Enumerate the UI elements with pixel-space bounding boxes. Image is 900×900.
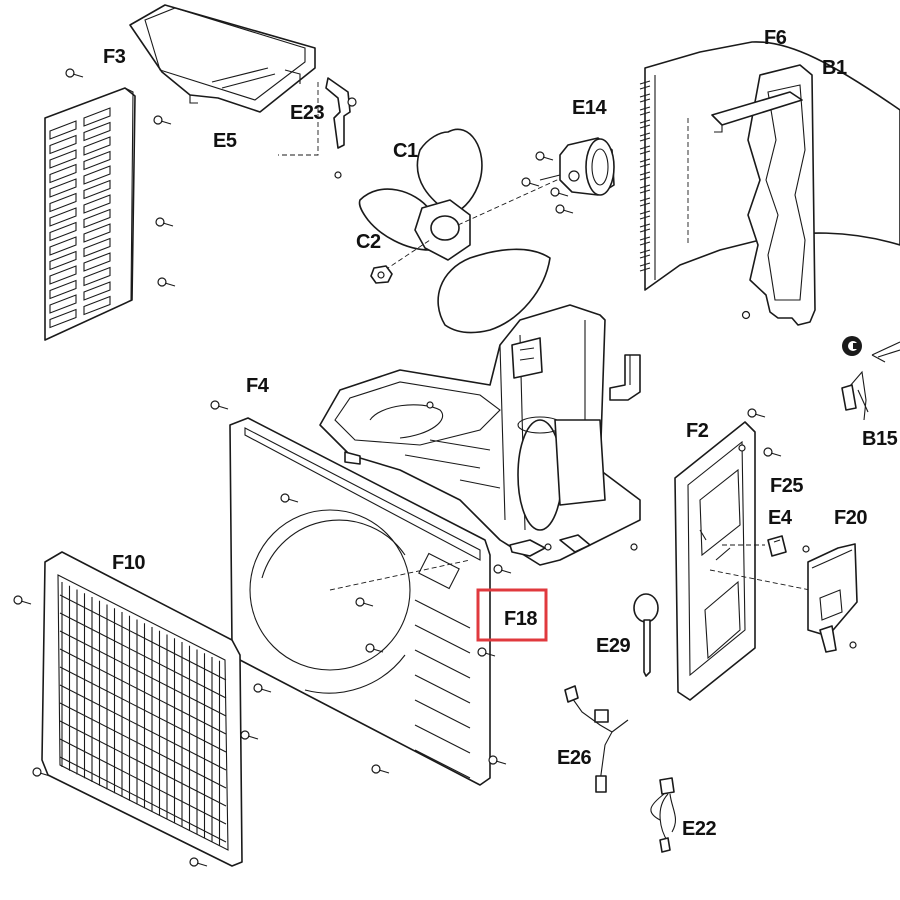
screw-icon bbox=[240, 730, 250, 740]
screw-icon bbox=[210, 400, 220, 410]
part-f3-side-grille bbox=[44, 87, 136, 341]
screw-icon bbox=[355, 597, 365, 607]
part-e26-wire-harness bbox=[564, 685, 629, 793]
screw-icon bbox=[365, 643, 375, 653]
screw-icon bbox=[488, 755, 498, 765]
screw-icon bbox=[535, 151, 545, 161]
part-e14-fan-motor bbox=[539, 137, 615, 196]
screw-icon bbox=[521, 177, 531, 187]
label-e14: E14 bbox=[572, 97, 607, 119]
part-b15-sensor bbox=[841, 370, 869, 421]
label-b1: B1 bbox=[822, 57, 847, 79]
part-f6-frame-support bbox=[711, 64, 816, 326]
part-f2-side-panel bbox=[674, 421, 811, 701]
label-f2: F2 bbox=[686, 420, 709, 442]
part-compressor-base-assembly bbox=[319, 304, 641, 566]
label-f10: F10 bbox=[112, 552, 145, 574]
highlight-box-f18 bbox=[476, 588, 548, 642]
label-e29: E29 bbox=[596, 635, 630, 657]
screw-icon bbox=[477, 647, 487, 657]
label-b15: B15 bbox=[862, 428, 898, 450]
screw-icon bbox=[189, 857, 199, 867]
part-e23-bracket bbox=[278, 77, 357, 179]
screw-icon bbox=[153, 115, 163, 125]
label-c1: C1 bbox=[393, 140, 418, 162]
screw-set bbox=[13, 68, 782, 867]
screw-icon bbox=[550, 187, 560, 197]
screw-icon bbox=[13, 595, 23, 605]
label-f6: F6 bbox=[764, 27, 787, 49]
screw-icon bbox=[157, 277, 167, 287]
part-c2-nut bbox=[370, 265, 393, 284]
part-e22-wire-harness bbox=[650, 777, 676, 853]
label-f3: F3 bbox=[103, 46, 126, 68]
label-f18: F18 bbox=[504, 608, 537, 630]
component-c-badge bbox=[842, 336, 900, 363]
screw-icon bbox=[253, 683, 263, 693]
part-e29-sensor bbox=[633, 593, 659, 677]
screw-icon bbox=[493, 564, 503, 574]
screw-icon bbox=[65, 68, 75, 78]
label-e5: E5 bbox=[213, 130, 237, 152]
screw-icon bbox=[555, 204, 565, 214]
label-e23: E23 bbox=[290, 102, 324, 124]
part-labels: F3 E5 E23 C1 C2 E14 F6 B1 B15 F4 F2 F25 … bbox=[103, 27, 898, 840]
part-c1-fan-blade bbox=[358, 128, 569, 334]
label-e22: E22 bbox=[682, 818, 716, 840]
screw-icon bbox=[32, 767, 42, 777]
label-f20: F20 bbox=[834, 507, 867, 529]
label-f4: F4 bbox=[246, 375, 270, 397]
label-e4: E4 bbox=[768, 507, 793, 529]
screw-icon bbox=[155, 217, 165, 227]
label-c2: C2 bbox=[356, 231, 381, 253]
part-f20-control-box bbox=[807, 543, 858, 653]
part-f10-front-grille bbox=[41, 551, 243, 867]
label-e26: E26 bbox=[557, 747, 591, 769]
part-e4-terminal-block bbox=[722, 535, 810, 557]
screw-icon bbox=[763, 447, 773, 457]
screw-icon bbox=[371, 764, 381, 774]
label-f25: F25 bbox=[770, 475, 803, 497]
screw-icon bbox=[747, 408, 757, 418]
screw-icon bbox=[280, 493, 290, 503]
part-e5-top-cover bbox=[129, 4, 316, 113]
